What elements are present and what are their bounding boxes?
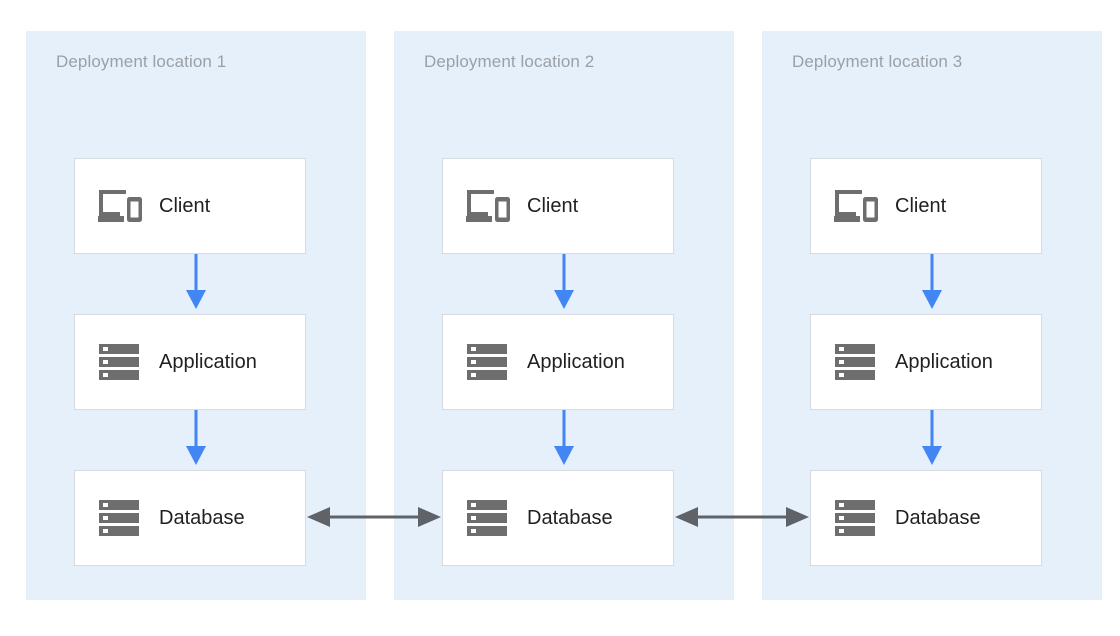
node-label: Application bbox=[895, 351, 993, 373]
node-label: Database bbox=[895, 507, 981, 529]
flow-arrow-client-to-application-zone-1 bbox=[182, 254, 210, 310]
zone-title: Deployment location 3 bbox=[792, 52, 963, 71]
flow-arrow-application-to-database-zone-2 bbox=[550, 410, 578, 466]
node-database-zone-3[interactable]: Database bbox=[810, 470, 1042, 566]
replication-arrow-zone1-zone2 bbox=[306, 503, 442, 531]
deployment-zone-1: Deployment location 1 Client bbox=[26, 31, 366, 600]
server-icon bbox=[97, 498, 143, 538]
node-client-zone-2[interactable]: Client bbox=[442, 158, 674, 254]
zone-title: Deployment location 1 bbox=[56, 52, 227, 71]
node-label: Database bbox=[527, 507, 613, 529]
flow-arrow-application-to-database-zone-3 bbox=[918, 410, 946, 466]
server-icon bbox=[833, 342, 879, 382]
node-database-zone-2[interactable]: Database bbox=[442, 470, 674, 566]
server-icon bbox=[465, 498, 511, 538]
flow-arrow-client-to-application-zone-3 bbox=[918, 254, 946, 310]
node-label: Application bbox=[527, 351, 625, 373]
node-label: Client bbox=[159, 195, 211, 217]
node-label: Client bbox=[895, 195, 947, 217]
server-icon bbox=[465, 342, 511, 382]
devices-icon bbox=[97, 186, 143, 226]
flow-arrow-application-to-database-zone-1 bbox=[182, 410, 210, 466]
server-icon bbox=[833, 498, 879, 538]
deployment-zone-3: Deployment location 3 Client bbox=[762, 31, 1102, 600]
node-database-zone-1[interactable]: Database bbox=[74, 470, 306, 566]
node-application-zone-3[interactable]: Application bbox=[810, 314, 1042, 410]
deployment-zone-2: Deployment location 2 Client bbox=[394, 31, 734, 600]
node-application-zone-1[interactable]: Application bbox=[74, 314, 306, 410]
node-client-zone-3[interactable]: Client bbox=[810, 158, 1042, 254]
node-client-zone-1[interactable]: Client bbox=[74, 158, 306, 254]
server-icon bbox=[97, 342, 143, 382]
devices-icon bbox=[833, 186, 879, 226]
devices-icon bbox=[465, 186, 511, 226]
node-label: Client bbox=[527, 195, 579, 217]
flow-arrow-client-to-application-zone-2 bbox=[550, 254, 578, 310]
node-label: Database bbox=[159, 507, 245, 529]
node-application-zone-2[interactable]: Application bbox=[442, 314, 674, 410]
node-label: Application bbox=[159, 351, 257, 373]
zone-title: Deployment location 2 bbox=[424, 52, 595, 71]
replication-arrow-zone2-zone3 bbox=[674, 503, 810, 531]
